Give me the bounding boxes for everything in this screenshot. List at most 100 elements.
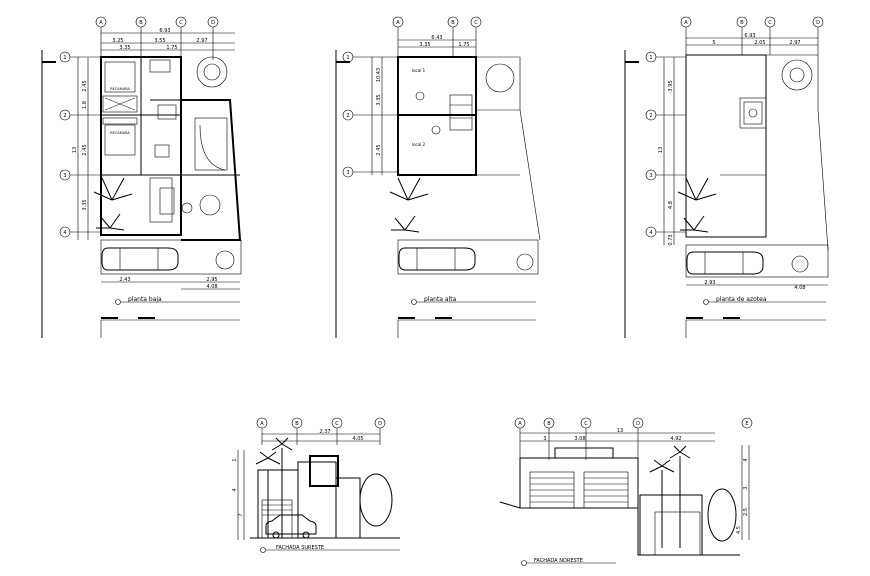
grid-label: A [99, 20, 103, 26]
dim-top: 13 [617, 428, 623, 434]
tree-icon [707, 488, 737, 542]
grid-label: D [636, 421, 640, 427]
dim-top: 4.92 [670, 436, 681, 442]
facade-structure [499, 447, 740, 556]
dim-top-overall: 6.93 [744, 33, 755, 39]
dim-left: 4 [232, 488, 238, 491]
dim-top: 5 [712, 40, 715, 46]
grid-bubbles-top: A B C [392, 16, 482, 28]
dim-left: 3.95 [668, 80, 674, 91]
dim-left-overall: 13 [72, 147, 78, 153]
grid-label: 3 [346, 170, 349, 176]
room-label: RECAMARA [110, 87, 130, 91]
grid-label: C [768, 20, 772, 26]
dim-left: 2.45 [82, 144, 88, 155]
grid-label: 1 [649, 55, 652, 61]
dim-top-overall: 6.43 [431, 35, 442, 41]
driveway [397, 239, 539, 275]
dim-top: 1.75 [166, 45, 177, 51]
grid-label: A [396, 20, 400, 26]
driveway [100, 239, 242, 275]
grid-label: B [740, 20, 744, 26]
dim-right: 4 [743, 458, 749, 461]
garden-area [389, 63, 534, 271]
dim-left: 3.35 [82, 199, 88, 210]
grid-bubbles-left: 1 2 3 [342, 51, 354, 178]
garden-area [93, 56, 235, 270]
elevation-title: FACHADA NORESTE [534, 558, 583, 564]
dim-left: 0.73 [668, 234, 674, 245]
plan-title: planta de azotea [716, 296, 767, 303]
dim-left: 2.45 [376, 144, 382, 155]
dim-bottom: 2.93 [704, 280, 715, 286]
plan-planta-azotea: A B C D 6.93 5 2.05 2.97 1 2 3 4 3.95 13… [624, 16, 829, 338]
dim-left: 3.35 [376, 94, 382, 105]
dim-left: 7 [238, 513, 244, 516]
dim-top: 2.97 [789, 40, 800, 46]
car-icon [686, 251, 764, 275]
dim-left: 4.8 [668, 201, 674, 209]
dim-right: 3 [743, 486, 749, 489]
elevation-title: FACHADA SURESTE [276, 545, 324, 551]
plan-title: planta baja [128, 296, 162, 303]
grid-label: D [816, 20, 820, 26]
dim-left: 13 [658, 147, 664, 153]
grid-bubbles-top: A B C D [256, 417, 386, 429]
grid-label: B [547, 421, 551, 427]
room-label: local 1 [412, 68, 426, 73]
grid-label: 1 [346, 55, 349, 61]
roof-outline [685, 54, 829, 251]
grid-label: A [260, 421, 264, 427]
grid-label: A [684, 20, 688, 26]
dim-right: 4.5 [736, 526, 742, 534]
palm-tree-icon [255, 437, 293, 538]
dim-top: 1.75 [458, 42, 469, 48]
tree-icon [359, 473, 393, 527]
dim-top: 3.08 [574, 436, 585, 442]
dim-top: 2.97 [196, 38, 207, 44]
grid-label: 4 [63, 230, 66, 236]
grid-label: 1 [63, 55, 66, 61]
grid-label: D [211, 20, 215, 26]
plan-planta-baja: A B C D 6.93 3.25 3.55 2.97 3.35 1.75 1 … [41, 16, 242, 338]
dim-top: 3.35 [419, 42, 430, 48]
grid-label: 2 [346, 113, 349, 119]
room-label: local 2 [412, 142, 426, 147]
grid-label: 4 [649, 230, 652, 236]
grid-bubbles-top: A B C D E [514, 417, 753, 429]
room-label: RECAMARA [110, 131, 130, 135]
car-icon [265, 514, 317, 539]
dim-right: 2.5 [743, 508, 749, 516]
dim-top: 4.05 [352, 436, 363, 442]
grid-label: C [474, 20, 478, 26]
grid-label: C [335, 421, 339, 427]
garden-area [677, 59, 813, 273]
dim-bottom: 4.08 [206, 284, 217, 290]
grid-bubbles-top: A B C D [95, 16, 219, 28]
grid-label: C [584, 421, 588, 427]
floor-plan-walls: local 1 local 2 [397, 56, 541, 241]
dim-top: 2.05 [754, 40, 765, 46]
grid-bubbles-left: 1 2 3 4 [59, 51, 71, 238]
elevation-fachada-noreste: A B C D E 3 3.08 4.92 13 4 3 2.5 4.5 [499, 417, 753, 566]
dim-left: 1 [232, 458, 238, 461]
grid-label: 3 [63, 173, 66, 179]
grid-label: B [451, 20, 455, 26]
plan-planta-alta: A B C 6.43 3.35 1.75 1 2 3 10.43 3.35 2.… [335, 16, 541, 338]
grid-label: 2 [63, 113, 66, 119]
dim-top: 2.37 [319, 429, 330, 435]
driveway [685, 244, 829, 278]
plan-title: planta alta [424, 296, 457, 303]
grid-label: 2 [649, 113, 652, 119]
grid-label: C [179, 20, 183, 26]
grid-bubbles-top: A B C D [680, 16, 824, 28]
car-icon [398, 247, 476, 271]
grid-label: 3 [649, 173, 652, 179]
grid-label: A [518, 421, 522, 427]
dim-top: 3.55 [154, 38, 165, 44]
dim-top: 3 [543, 436, 546, 442]
dim-bottom: 2.95 [206, 277, 217, 283]
car-icon [101, 247, 179, 271]
elevation-fachada-sureste: A B C D 2.37 4.05 1 4 7 [232, 417, 400, 553]
